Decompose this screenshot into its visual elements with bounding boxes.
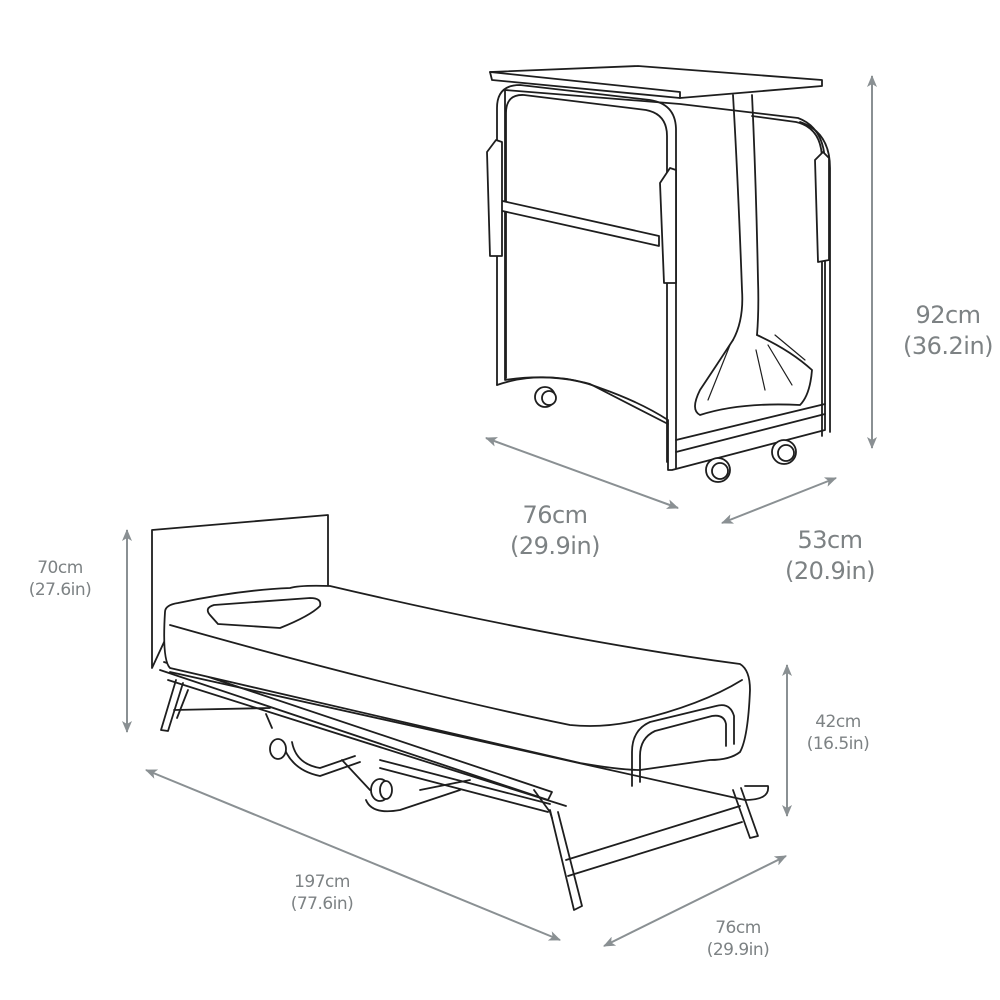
bed-width-in: (29.9in) bbox=[706, 939, 770, 960]
bed-height-in: (16.5in) bbox=[806, 733, 870, 754]
headboard-height-in: (27.6in) bbox=[28, 579, 92, 600]
folded-height-in: (36.2in) bbox=[902, 331, 994, 360]
folded-depth-dimension-line bbox=[721, 477, 837, 524]
folded-bed-drawing bbox=[486, 65, 831, 483]
unfolded-bed-drawing bbox=[151, 514, 769, 911]
folded-width-dimension-line bbox=[485, 437, 679, 509]
bed-width-label: 76cm (29.9in) bbox=[688, 918, 788, 962]
folded-width-in: (29.9in) bbox=[509, 531, 601, 560]
bed-width-cm: 76cm bbox=[715, 918, 761, 938]
bed-width-dimension-line bbox=[603, 855, 787, 947]
bed-height-cm: 42cm bbox=[815, 712, 861, 732]
folded-depth-label: 53cm (20.9in) bbox=[780, 525, 880, 586]
bed-height-label: 42cm (16.5in) bbox=[793, 712, 883, 756]
folded-depth-in: (20.9in) bbox=[784, 556, 876, 585]
bed-length-cm: 197cm bbox=[294, 872, 350, 892]
folded-width-cm: 76cm bbox=[522, 501, 588, 529]
bed-length-dimension-line bbox=[145, 769, 561, 941]
folded-width-label: 76cm (29.9in) bbox=[500, 500, 610, 561]
bed-length-label: 197cm (77.6in) bbox=[272, 872, 372, 916]
folded-height-cm: 92cm bbox=[915, 301, 981, 329]
bed-length-in: (77.6in) bbox=[290, 893, 354, 914]
castor-icon bbox=[534, 386, 797, 483]
headboard-height-cm: 70cm bbox=[37, 558, 83, 578]
folded-height-label: 92cm (36.2in) bbox=[898, 300, 998, 361]
folded-depth-cm: 53cm bbox=[797, 526, 863, 554]
headboard-height-label: 70cm (27.6in) bbox=[10, 558, 110, 602]
